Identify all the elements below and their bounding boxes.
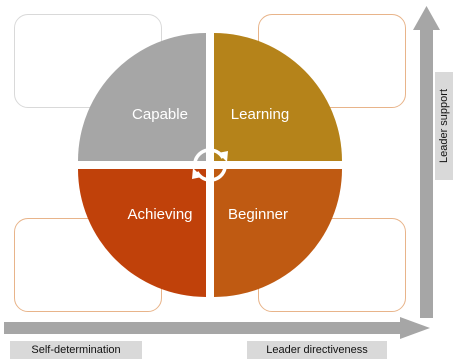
vertical-arrow bbox=[413, 6, 440, 318]
quadrant-beginner bbox=[214, 169, 342, 297]
quadrant-learning bbox=[214, 33, 342, 161]
quadrant-capable bbox=[78, 33, 206, 161]
leader-directiveness-label: Leader directiveness bbox=[247, 341, 387, 359]
leader-support-label: Leader support bbox=[438, 89, 450, 163]
label-achieving: Achieving bbox=[127, 206, 192, 223]
horizontal-arrow bbox=[4, 317, 430, 339]
leader-support-label-bar: Leader support bbox=[435, 72, 453, 180]
label-learning: Learning bbox=[231, 106, 289, 123]
self-determination-label: Self-determination bbox=[10, 341, 142, 359]
circular-arrows-icon bbox=[192, 148, 228, 182]
label-capable: Capable bbox=[132, 106, 188, 123]
quadrant-achieving bbox=[78, 169, 206, 297]
label-beginner: Beginner bbox=[228, 206, 288, 223]
